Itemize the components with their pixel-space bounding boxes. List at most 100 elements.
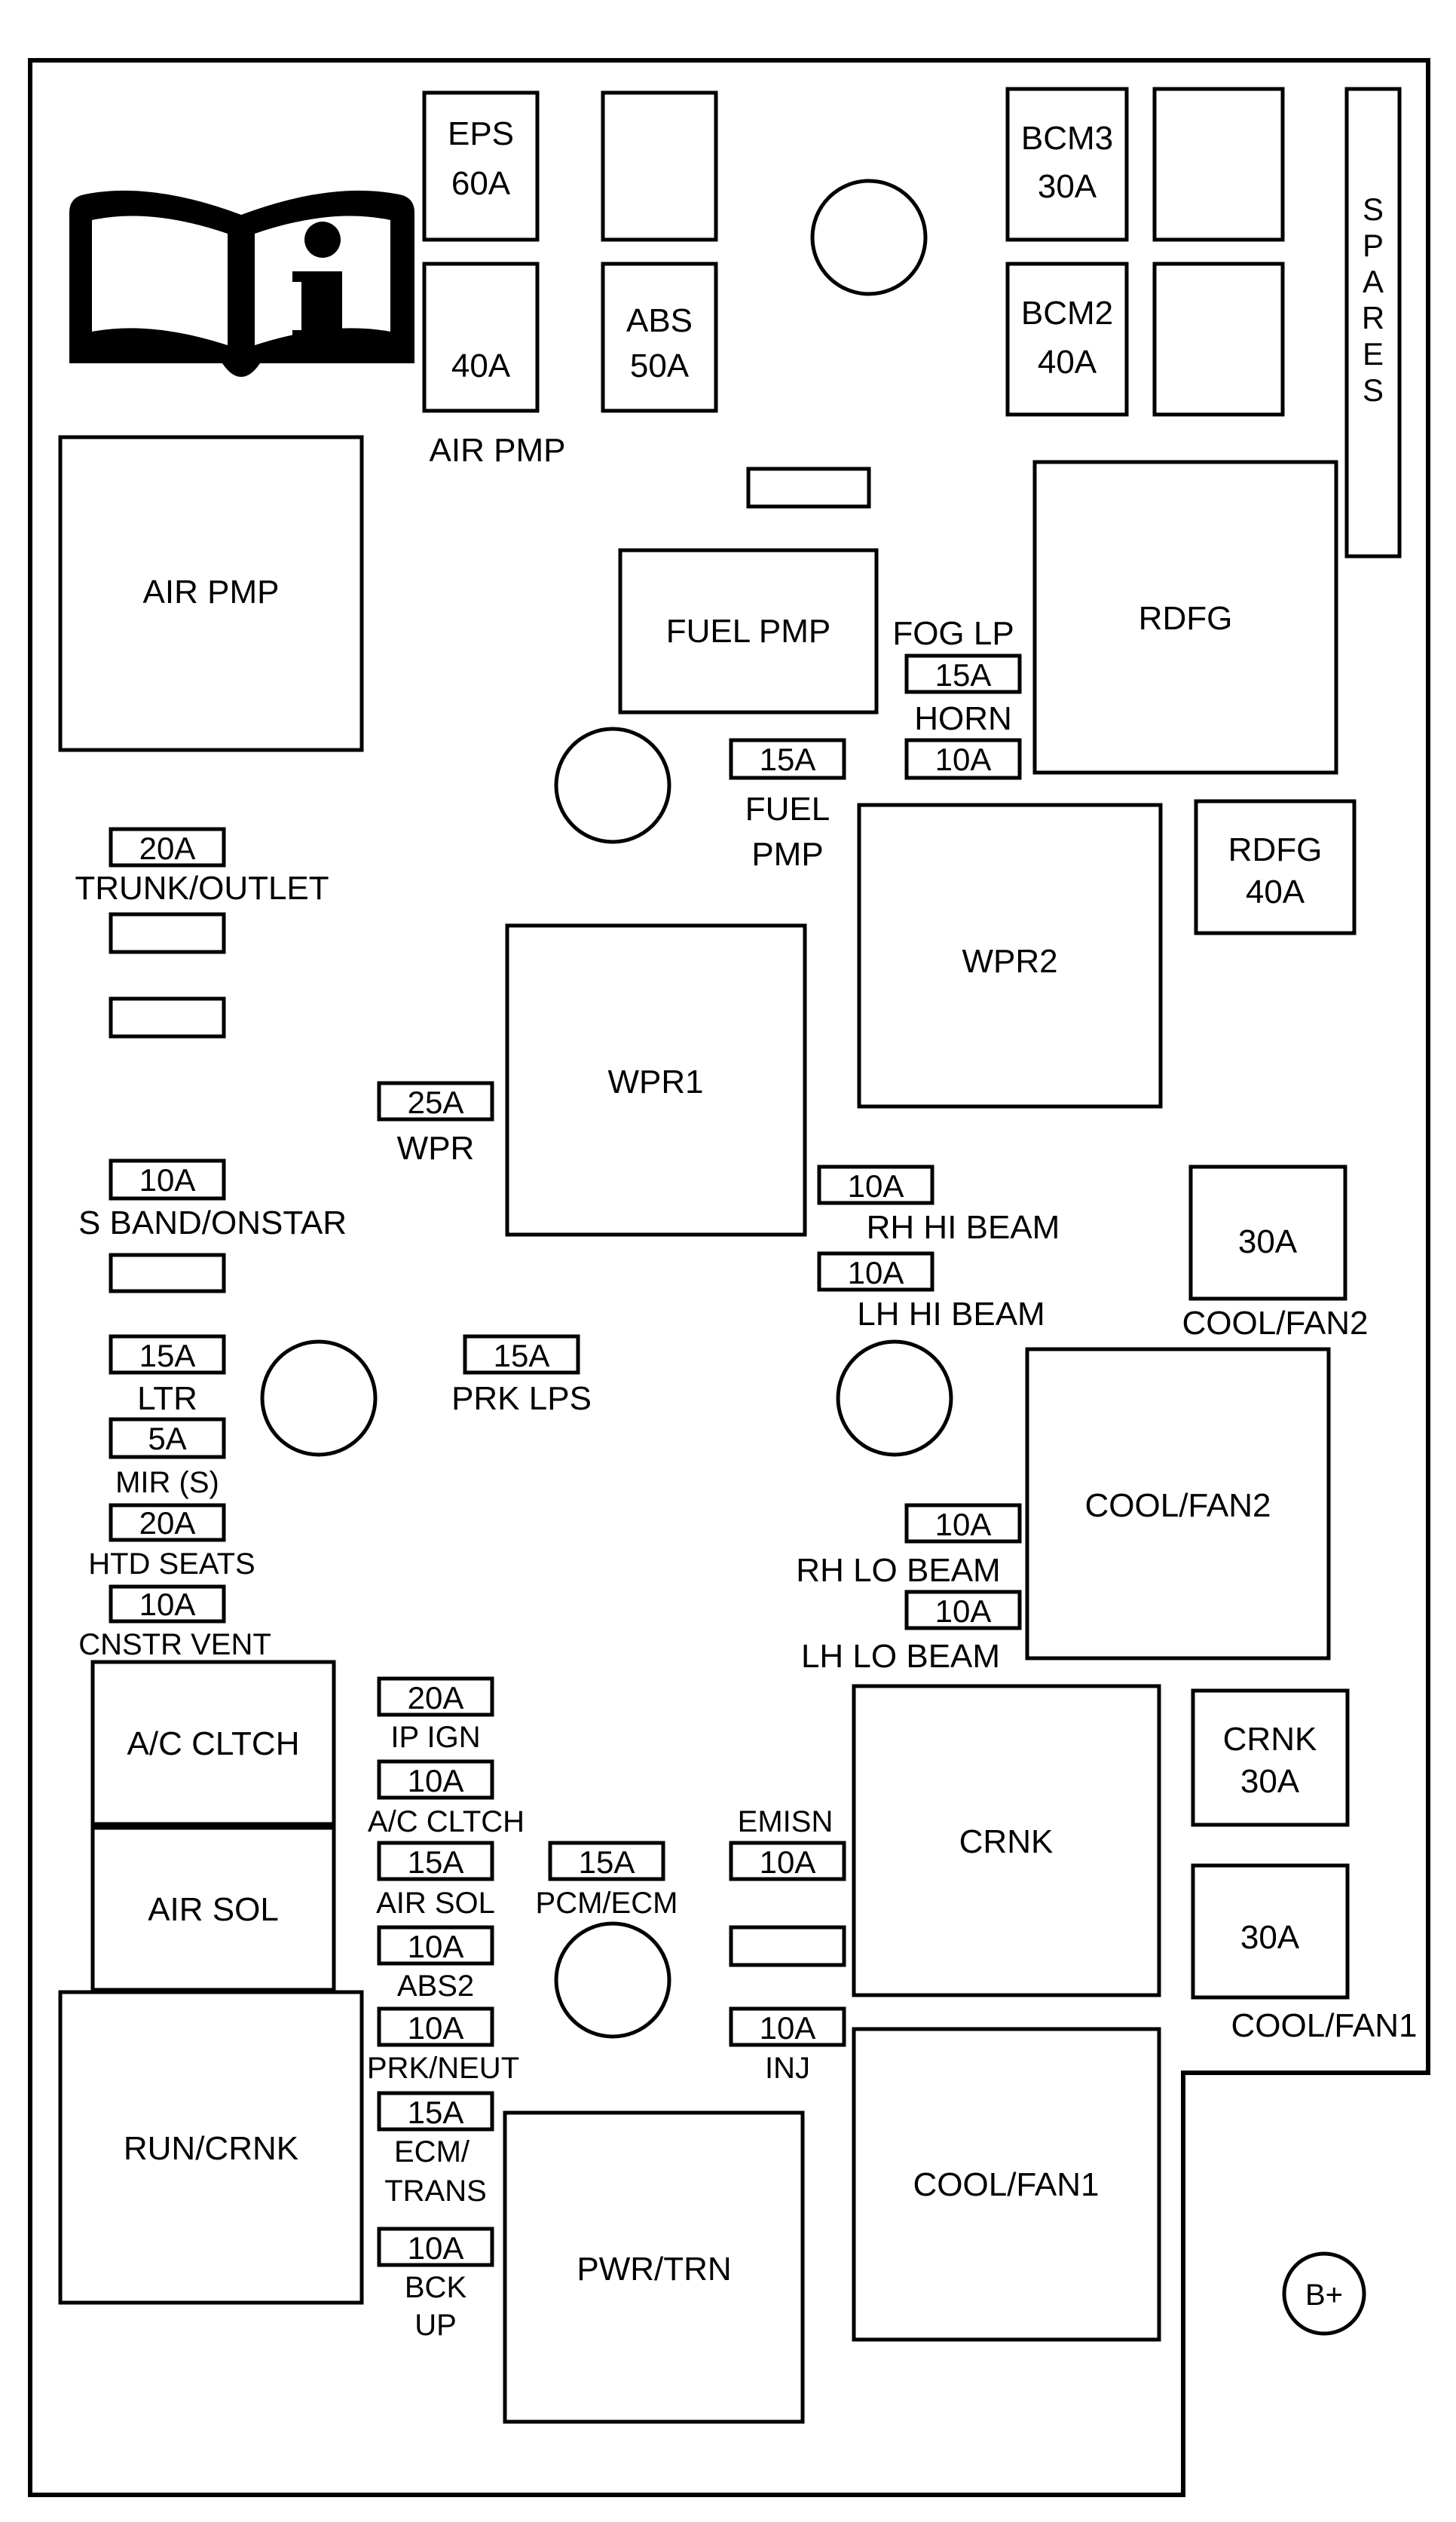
crnk-30a-fuse-name: CRNK	[1223, 1721, 1317, 1758]
cool-fan2-30a-fuse-rating: 30A	[1238, 1223, 1298, 1260]
emisn-fuse-rating: 10A	[760, 1844, 816, 1880]
ip-ign-fuse-rating: 20A	[408, 1680, 464, 1716]
fuel-pmp-fuse-label-line1: FUEL	[745, 791, 830, 828]
air-pmp-40a-fuse-label: AIR PMP	[430, 432, 566, 469]
bck-up-fuse-rating: 10A	[408, 2230, 464, 2266]
s-band-onstar-fuse	[109, 1158, 226, 1201]
ecm-trans-fuse-label-line1: ECM/	[394, 2135, 470, 2168]
wpr1-relay	[505, 923, 807, 1237]
cool-fan1-30a-fuse-label: COOL/FAN1	[1231, 2007, 1418, 2044]
mounting-hole	[554, 1921, 671, 2039]
prk-lps-fuse-rating: 15A	[494, 1338, 550, 1373]
fog-lp-fuse	[904, 653, 1022, 694]
bcm2-fuse-name: BCM2	[1021, 295, 1113, 332]
empty-fuse-slot	[1152, 87, 1285, 242]
run-crnk-relay-label: RUN/CRNK	[124, 2130, 298, 2167]
pcm-ecm-fuse-label: PCM/ECM	[536, 1887, 678, 1920]
a-c-cltch-relay-label: A/C CLTCH	[127, 1725, 300, 1762]
rdfg-40a-fuse-name: RDFG	[1228, 831, 1323, 868]
ip-ign-fuse-label: IP IGN	[390, 1721, 480, 1754]
mounting-hole	[554, 727, 671, 844]
rh-lo-beam-fuse-rating: 10A	[935, 1507, 992, 1542]
bcm3-fuse-rating: 30A	[1038, 168, 1097, 205]
ip-ign-fuse	[377, 1676, 494, 1717]
abs-fuse-rating: 50A	[630, 347, 690, 384]
emisn-fuse	[729, 1841, 846, 1881]
abs2-fuse	[377, 1925, 494, 1966]
crnk-30a-fuse	[1191, 1688, 1350, 1827]
horn-fuse	[904, 738, 1022, 780]
cool-fan1-30a-fuse-rating: 30A	[1240, 1919, 1300, 1956]
eps-fuse	[422, 90, 540, 242]
fuel-pmp-fuse	[729, 738, 846, 780]
rh-hi-beam-fuse	[817, 1165, 934, 1205]
cool-fan2-relay-label: COOL/FAN2	[1085, 1487, 1271, 1524]
a-c-cltch-fuse	[377, 1759, 494, 1800]
lh-hi-beam-fuse	[817, 1251, 934, 1292]
htd-seats-fuse-rating: 20A	[139, 1505, 196, 1541]
air-sol-fuse-rating: 15A	[408, 1844, 464, 1880]
cool-fan2-30a-fuse-label: COOL/FAN2	[1182, 1305, 1369, 1342]
wpr-fuse-label: WPR	[397, 1130, 475, 1167]
empty-fuse-slot	[109, 996, 226, 1039]
ltr-fuse	[109, 1334, 226, 1375]
cool-fan1-relay-label: COOL/FAN1	[913, 2166, 1100, 2203]
cool-fan1-30a-fuse	[1191, 1863, 1350, 2000]
mir-s-fuse	[109, 1417, 226, 1459]
battery-terminal	[1282, 2251, 1366, 2336]
air-sol-relay-label: AIR SOL	[148, 1891, 279, 1928]
bcm3-fuse-name: BCM3	[1021, 120, 1113, 157]
pwr-trn-relay-label: PWR/TRN	[577, 2251, 731, 2288]
fog-lp-fuse-label: FOG LP	[892, 615, 1014, 652]
htd-seats-fuse	[109, 1503, 226, 1542]
lh-hi-beam-fuse-label: LH HI BEAM	[857, 1296, 1045, 1333]
battery-terminal-label: B+	[1305, 2279, 1343, 2312]
mounting-hole	[836, 1339, 953, 1457]
lh-lo-beam-fuse	[904, 1590, 1022, 1630]
ecm-trans-fuse	[377, 2091, 494, 2132]
pcm-ecm-fuse-rating: 15A	[579, 1844, 635, 1880]
fuse-box-outline	[28, 58, 1430, 2497]
abs2-fuse-rating: 10A	[408, 1929, 464, 1964]
rdfg-40a-fuse	[1194, 799, 1357, 935]
s-band-onstar-fuse-label: S BAND/ONSTAR	[78, 1204, 347, 1241]
fuel-pmp-relay	[618, 548, 879, 715]
s-band-onstar-fuse-rating: 10A	[139, 1162, 196, 1198]
lh-hi-beam-fuse-rating: 10A	[848, 1255, 904, 1290]
wpr-fuse	[377, 1081, 494, 1122]
trunk-outlet-fuse	[109, 827, 226, 868]
cool-fan2-relay	[1025, 1347, 1331, 1660]
htd-seats-fuse-label: HTD SEATS	[88, 1547, 255, 1581]
rh-lo-beam-fuse-label: RH LO BEAM	[796, 1552, 1000, 1589]
cnstr-vent-fuse-label: CNSTR VENT	[78, 1628, 271, 1661]
wpr-fuse-rating: 25A	[408, 1085, 464, 1120]
fuel-pmp-fuse-label-line2: PMP	[751, 836, 823, 873]
crnk-30a-fuse-rating: 30A	[1240, 1763, 1300, 1800]
empty-fuse-slot	[109, 912, 226, 954]
air-pmp-40a-fuse-rating: 40A	[451, 347, 511, 384]
abs-fuse	[601, 262, 718, 413]
cool-fan1-relay	[852, 2027, 1161, 2342]
trunk-outlet-fuse-label: TRUNK/OUTLET	[75, 870, 329, 907]
lh-lo-beam-fuse-label: LH LO BEAM	[801, 1638, 1000, 1675]
wpr1-relay-label: WPR1	[607, 1064, 703, 1100]
air-pmp-relay-label: AIR PMP	[143, 574, 280, 611]
ltr-fuse-rating: 15A	[139, 1338, 196, 1373]
cnstr-vent-fuse-rating: 10A	[139, 1587, 196, 1622]
prk-neut-fuse-label: PRK/NEUT	[367, 2052, 519, 2085]
bck-up-fuse	[377, 2227, 494, 2267]
mounting-hole	[810, 179, 928, 296]
bck-up-fuse-label-line2: UP	[414, 2309, 457, 2342]
pwr-trn-relay	[503, 2110, 805, 2424]
air-sol-fuse-label: AIR SOL	[376, 1887, 495, 1920]
air-pmp-relay	[58, 435, 364, 752]
air-sol-relay	[90, 1826, 336, 1992]
ltr-fuse-label: LTR	[137, 1380, 197, 1417]
mir-s-fuse-rating: 5A	[148, 1421, 186, 1456]
eps-fuse-rating: 60A	[451, 165, 511, 202]
abs2-fuse-label: ABS2	[397, 1970, 474, 2003]
air-sol-fuse	[377, 1841, 494, 1881]
